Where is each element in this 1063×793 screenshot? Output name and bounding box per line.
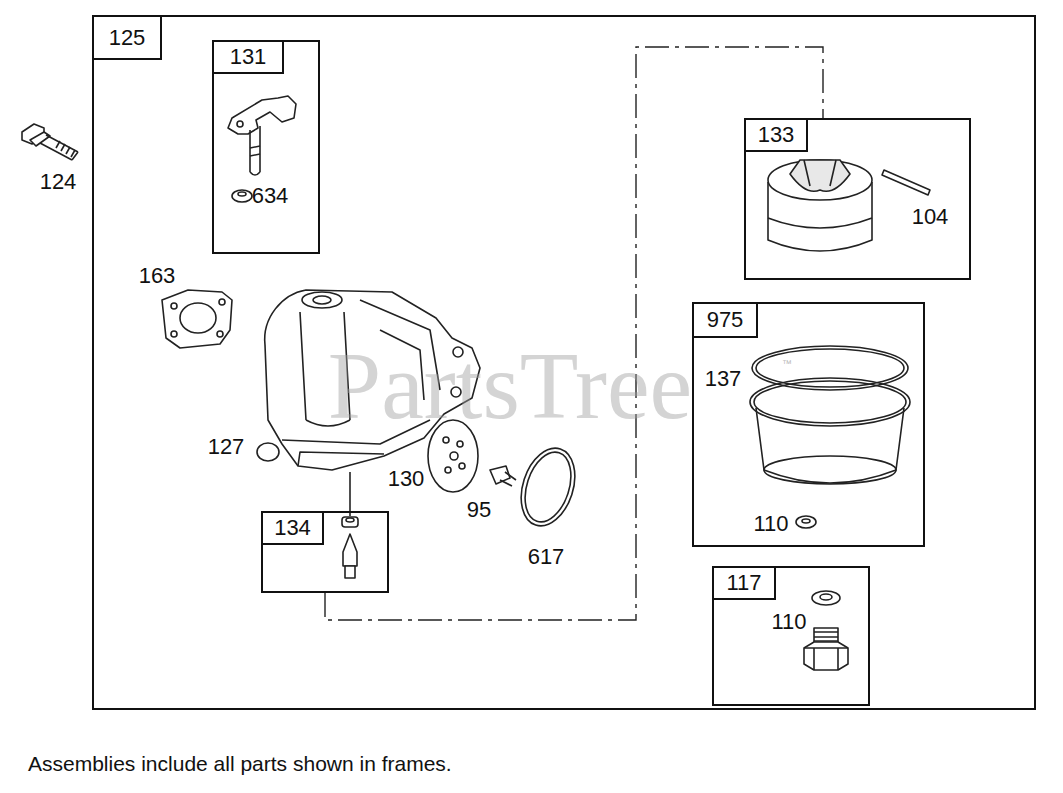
callout-number: 95 (467, 499, 491, 521)
assembly-number: 133 (758, 124, 795, 146)
assembly-frame: 134 (261, 511, 389, 593)
bowl-nut-drawing (804, 591, 848, 670)
o-ring-drawing (512, 441, 584, 533)
pin-drawing (882, 170, 930, 195)
frame-tab: 975 (694, 304, 758, 338)
assembly-frame: 125 131 634 133 104 975 137 110 134 117 110 (92, 15, 1036, 710)
throttle-shaft-drawing (228, 96, 296, 202)
callout-number: 137 (705, 368, 742, 390)
frame-tab: 134 (263, 513, 324, 545)
gasket-drawing (162, 290, 232, 348)
frame-tab: 133 (746, 120, 808, 152)
callout-number: 127 (208, 436, 245, 458)
bowl-drawing (750, 346, 910, 528)
assembly-frame: 117 110 (712, 566, 870, 706)
assembly-frame: 133 104 (744, 118, 971, 280)
frame-tab: 131 (214, 42, 284, 74)
bolt-drawing (22, 124, 78, 160)
caption-note: Assemblies include all parts shown in fr… (28, 752, 452, 775)
callout-number: 124 (40, 171, 77, 193)
screw-drawing (490, 466, 516, 486)
needle-drawing (342, 517, 358, 578)
callout-number: 130 (388, 468, 425, 490)
assembly-number: 134 (274, 517, 311, 539)
assembly-number: 117 (726, 572, 761, 594)
callout-number: 617 (528, 546, 565, 568)
assembly-number: 131 (230, 46, 267, 68)
assembly-frame: 131 634 (212, 40, 320, 254)
assembly-number: 975 (707, 309, 744, 331)
callout-number: 110 (771, 611, 806, 633)
assembly-number: 125 (109, 27, 146, 49)
carburetor-body-drawing (257, 290, 480, 470)
float-drawing (768, 160, 872, 251)
frame-tab: 125 (94, 17, 162, 60)
watermark: PartsTree (328, 338, 692, 434)
callout-number: 163 (139, 265, 176, 287)
dash-dot-connector (325, 47, 823, 620)
trademark-sign: ™ (782, 359, 792, 369)
assembly-frame: 975 137 110 (692, 302, 925, 547)
diaphragm-drawing (428, 420, 478, 492)
callout-number: 634 (252, 185, 289, 207)
leader-line (349, 472, 351, 516)
frame-tab: 117 (714, 568, 776, 600)
callout-number: 110 (753, 513, 788, 535)
callout-number: 104 (912, 206, 949, 228)
